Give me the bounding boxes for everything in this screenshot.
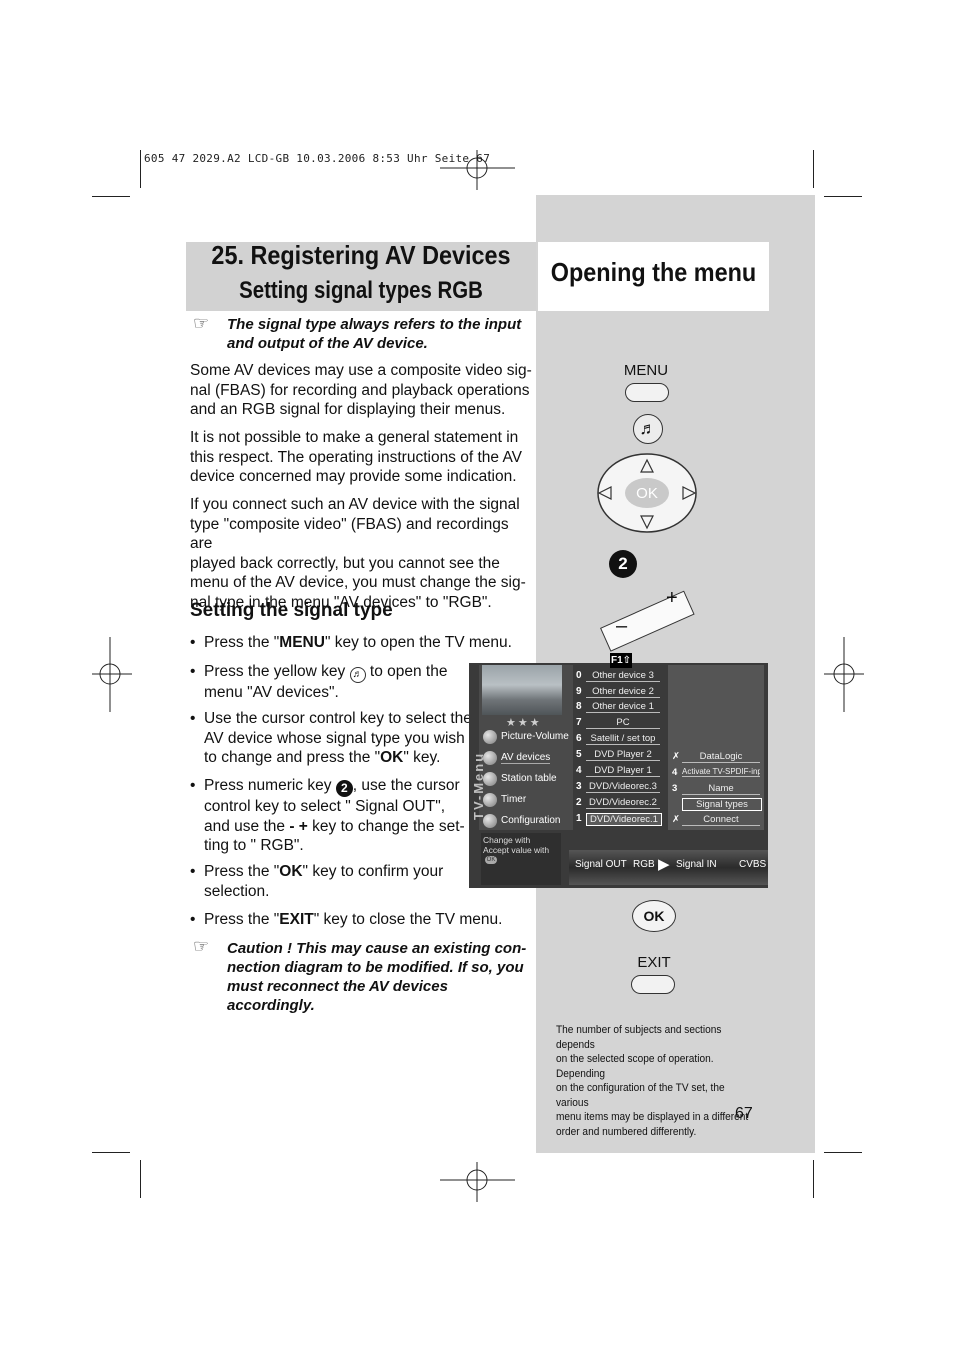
exit-button[interactable]: [631, 975, 675, 994]
menu-key-label: MENU: [623, 362, 669, 379]
side-title: Opening the menu: [550, 257, 757, 287]
f1-badge: F1⇧: [610, 653, 632, 668]
menu-ball-icon: [483, 772, 497, 786]
crop-mark: [813, 150, 814, 188]
crop-mark: [813, 1160, 814, 1198]
title-box: [186, 242, 536, 311]
paragraph-3: If you connect such an AV device with th…: [190, 496, 526, 611]
preview-image: [482, 665, 562, 715]
pad-ok-label: OK: [636, 485, 658, 502]
signal-in-value: CVBS: [739, 859, 767, 870]
exit-key-label: EXIT: [637, 954, 671, 971]
print-header: 605 47 2029.A2 LCD-GB 10.03.2006 8:53 Uh…: [144, 152, 491, 165]
section-heading: Setting the signal type: [190, 600, 393, 621]
menu-button[interactable]: [625, 383, 669, 402]
music-note-icon: ♬: [639, 419, 657, 438]
numeric-key-2-icon: 2: [335, 780, 353, 797]
play-arrow-icon: ▶: [658, 856, 670, 873]
menu-item-timer[interactable]: Timer: [483, 791, 571, 809]
cursor-control-pad[interactable]: [596, 452, 698, 534]
minus-icon: –: [616, 615, 628, 637]
registration-mark-bottom: [440, 1162, 515, 1202]
registration-mark-left: [92, 637, 132, 712]
crop-mark: [92, 1152, 130, 1153]
pointing-hand-icon: ☞: [193, 936, 210, 956]
registration-mark-right: [824, 637, 864, 712]
crop-mark: [824, 196, 862, 197]
page-number: 67: [735, 1105, 753, 1122]
crop-mark: [824, 1152, 862, 1153]
paragraph-1: Some AV devices may use a composite vide…: [190, 362, 532, 418]
crop-mark: [92, 196, 130, 197]
submenu-item-signal-types[interactable]: Signal types: [670, 797, 762, 812]
menu-item-av-devices[interactable]: AV devices: [483, 749, 571, 767]
registration-mark-top: [440, 150, 515, 190]
page-subtitle: Setting signal types RGB: [239, 277, 483, 304]
side-title-box: [538, 242, 769, 311]
submenu-item-connect[interactable]: ✗Connect: [670, 813, 762, 828]
rating-stars: ★★★: [506, 717, 542, 729]
menu-item-station-table[interactable]: Station table: [483, 770, 571, 788]
signal-out-value[interactable]: RGB: [633, 859, 655, 870]
note-top: The signal type always refers to the inp…: [227, 316, 522, 352]
page-title: 25. Registering AV Devices: [211, 240, 511, 270]
caution-note: Caution ! This may cause an existing con…: [227, 940, 527, 1014]
menu-item-configuration[interactable]: Configuration: [483, 812, 571, 830]
plus-icon: +: [666, 587, 678, 609]
crop-mark: [140, 150, 141, 188]
submenu-item-datalogic[interactable]: ✗DataLogic: [670, 750, 762, 765]
help-ok-icon: OK: [485, 856, 497, 864]
menu-item-picture-volume[interactable]: Picture-Volume: [483, 728, 571, 746]
signal-in-label: Signal IN: [676, 859, 717, 870]
menu-ball-icon: [483, 793, 497, 807]
device-submenu-panel: [668, 665, 764, 830]
footnote: The number of subjects and sections depe…: [556, 1024, 749, 1138]
crop-mark: [140, 1160, 141, 1198]
number-2-button[interactable]: 2: [609, 550, 637, 578]
paragraph-2: It is not possible to make a general sta…: [190, 429, 523, 485]
music-key-icon: ♬: [349, 667, 366, 683]
menu-ball-icon: [483, 751, 497, 765]
signal-status-bar: Signal OUT RGB ▶ Signal IN CVBS: [569, 850, 768, 885]
pointing-hand-icon: ☞: [193, 313, 210, 333]
menu-ball-icon: [483, 730, 497, 744]
help-box: Change with Accept value with OK: [481, 833, 561, 885]
yellow-music-button[interactable]: ♬: [633, 414, 663, 444]
menu-ball-icon: [483, 814, 497, 828]
signal-out-label: Signal OUT: [575, 859, 627, 870]
ok-button[interactable]: OK: [632, 900, 676, 932]
